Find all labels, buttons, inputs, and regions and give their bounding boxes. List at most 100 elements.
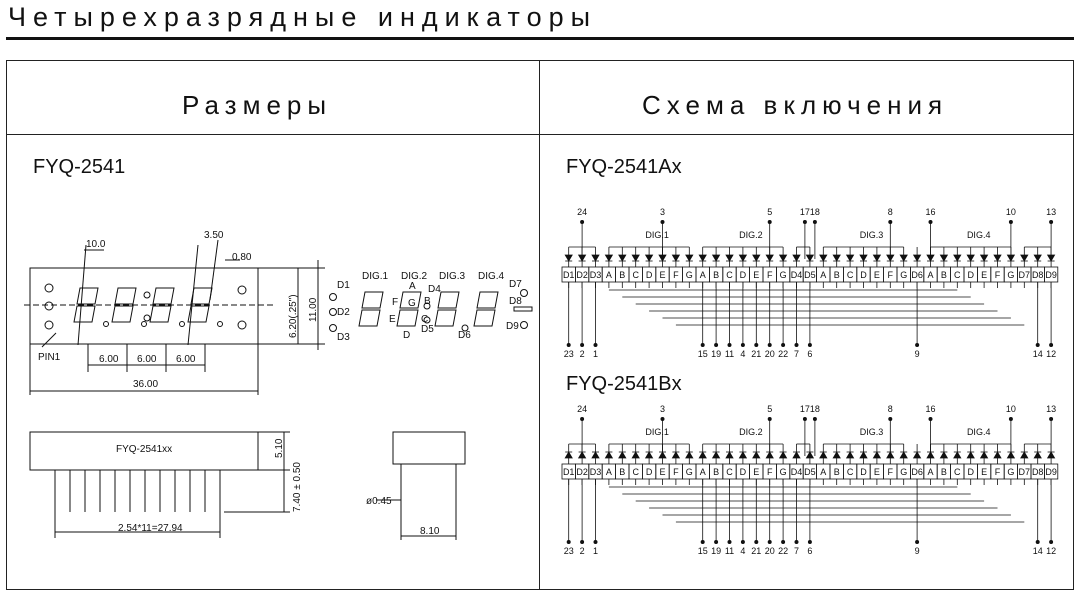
seg-d4: D4 bbox=[428, 284, 441, 295]
dp-dot bbox=[217, 321, 223, 327]
column-divider bbox=[539, 60, 540, 590]
cell-label: D2 bbox=[576, 270, 588, 280]
cell-label: D bbox=[860, 467, 867, 477]
bottom-pin-label: 4 bbox=[740, 349, 745, 359]
cell-label: E bbox=[753, 467, 759, 477]
diode-icon bbox=[819, 451, 828, 459]
seg-d8: D8 bbox=[509, 296, 522, 307]
cell-label: D bbox=[740, 467, 747, 477]
diode-icon bbox=[725, 254, 734, 262]
cell-label: C bbox=[632, 270, 639, 280]
scheme-a bbox=[561, 219, 1059, 347]
diode-icon bbox=[738, 451, 748, 459]
cell-label: D7 bbox=[1019, 467, 1031, 477]
diode-icon bbox=[953, 254, 962, 262]
diode-icon bbox=[953, 451, 962, 459]
seg-dig1: DIG.1 bbox=[362, 271, 389, 282]
bottom-pin-label: 7 bbox=[794, 349, 799, 359]
cell-label: D bbox=[646, 270, 653, 280]
diode-icon bbox=[778, 254, 788, 262]
seg-d: D bbox=[403, 330, 410, 341]
diode-icon bbox=[926, 451, 935, 459]
diode-icon bbox=[872, 451, 882, 459]
diode-icon bbox=[993, 451, 1002, 459]
diode-icon bbox=[631, 254, 640, 262]
bottom-pin-label: 20 bbox=[765, 349, 775, 359]
cell-label: D9 bbox=[1045, 270, 1057, 280]
diode-icon bbox=[966, 254, 975, 262]
cell-label: E bbox=[981, 467, 987, 477]
cell-label: D5 bbox=[804, 270, 816, 280]
bottom-pin-label: 20 bbox=[765, 546, 775, 556]
cell-label: G bbox=[686, 270, 693, 280]
title-underline bbox=[6, 37, 1074, 40]
cell-label: D bbox=[860, 270, 867, 280]
cell-label: D6 bbox=[911, 270, 923, 280]
diode-icon bbox=[604, 254, 614, 262]
bottom-pin-label: 9 bbox=[915, 349, 920, 359]
diode-icon bbox=[966, 451, 975, 459]
dp-dot bbox=[237, 285, 247, 295]
cell-label: D bbox=[740, 270, 747, 280]
bottom-pin-label: 19 bbox=[711, 546, 721, 556]
cell-label: B bbox=[941, 467, 947, 477]
cell-label: C bbox=[954, 270, 961, 280]
bottom-pin-label: 1 bbox=[593, 349, 598, 359]
side-view-body bbox=[29, 431, 259, 471]
top-pin-label: 10 bbox=[1006, 404, 1016, 414]
diode-icon bbox=[1006, 451, 1016, 459]
diode-icon bbox=[805, 254, 815, 262]
page-title: Четырехразрядные индикаторы bbox=[8, 2, 598, 32]
cell-label: C bbox=[726, 270, 733, 280]
cell-label: D5 bbox=[804, 467, 816, 477]
dp-dot bbox=[103, 321, 109, 327]
seg-dig4: DIG.4 bbox=[478, 271, 505, 282]
cell-label: D9 bbox=[1045, 467, 1057, 477]
diode-icon bbox=[711, 451, 721, 459]
diode-icon bbox=[899, 451, 908, 459]
cell-label: D7 bbox=[1019, 270, 1031, 280]
diode-icon bbox=[577, 451, 587, 459]
scheme-b-model-label: FYQ-2541Bx bbox=[566, 373, 682, 395]
cell-label: A bbox=[820, 270, 826, 280]
dp-dot bbox=[141, 321, 147, 327]
dim-3600: 36.00 bbox=[133, 379, 158, 390]
digit-outline-4 bbox=[187, 287, 213, 323]
top-pin-label: 24 bbox=[577, 404, 587, 414]
cell-label: F bbox=[995, 467, 1001, 477]
top-pin-label: 18 bbox=[810, 207, 820, 217]
seg-a: A bbox=[409, 281, 416, 292]
diode-icon bbox=[926, 254, 935, 262]
cell-label: G bbox=[1007, 467, 1014, 477]
cell-label: E bbox=[874, 467, 880, 477]
bottom-pin-label: 6 bbox=[807, 546, 812, 556]
dp-dot bbox=[179, 321, 185, 327]
cell-label: D bbox=[967, 270, 974, 280]
cell-label: D8 bbox=[1032, 270, 1044, 280]
cell-label: B bbox=[834, 467, 840, 477]
diode-icon bbox=[859, 451, 868, 459]
diode-icon bbox=[832, 451, 841, 459]
diode-icon bbox=[899, 254, 908, 262]
cell-label: F bbox=[995, 270, 1001, 280]
dp-dot bbox=[237, 320, 247, 330]
diode-icon bbox=[631, 451, 640, 459]
cell-label: B bbox=[713, 270, 719, 280]
bottom-pin-label: 4 bbox=[740, 546, 745, 556]
bottom-pin-label: 23 bbox=[564, 349, 574, 359]
diode-icon bbox=[792, 254, 801, 262]
seg-f: F bbox=[392, 297, 398, 308]
group-label: DIG.3 bbox=[860, 427, 884, 437]
cell-label: D6 bbox=[911, 467, 923, 477]
cell-label: G bbox=[900, 270, 907, 280]
seg-g: G bbox=[408, 298, 416, 309]
diode-icon bbox=[1046, 451, 1056, 459]
diode-icon bbox=[1033, 451, 1042, 459]
bottom-pin-label: 11 bbox=[725, 349, 734, 359]
bottom-pin-label: 11 bbox=[725, 546, 734, 556]
dim-620: 6.20(.25") bbox=[288, 294, 299, 338]
cell-label: D2 bbox=[576, 467, 588, 477]
bottom-pin-label: 22 bbox=[778, 546, 788, 556]
diode-icon bbox=[564, 254, 573, 262]
diode-icon bbox=[805, 451, 815, 459]
